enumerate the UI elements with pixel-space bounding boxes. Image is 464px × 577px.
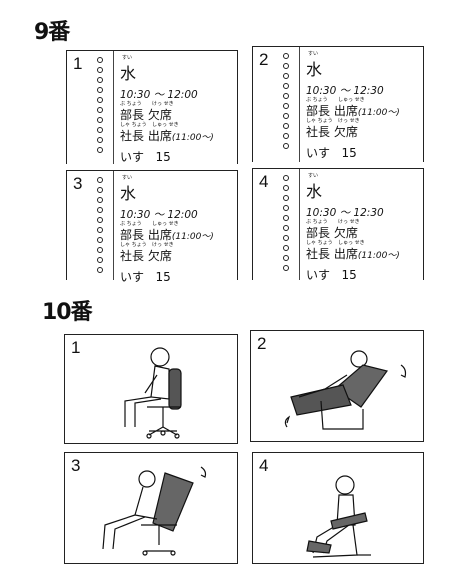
q10-panel-1[interactable]: 1 bbox=[64, 334, 238, 444]
time-range: 10:30 〜 12:00 bbox=[120, 209, 198, 221]
person-sitting-upright-illustration bbox=[124, 347, 182, 439]
memo-row-3: いす 15 bbox=[306, 146, 357, 160]
memo: すい水 10:30 〜 12:00 ぶ ちょう部長 しゅっ せき出席(11:00… bbox=[113, 171, 233, 284]
memo-row-2: しゃ ちょう社長 しゅっ せき出席(11:00〜) bbox=[120, 122, 214, 143]
memo-row-1: ぶ ちょう部長 けっ せき欠席 bbox=[120, 101, 174, 122]
person-kneeling-chair-illustration bbox=[306, 475, 371, 558]
time-range: 10:30 〜 12:30 bbox=[306, 85, 384, 97]
memo-row-1: ぶ ちょう部長 しゅっ せき出席(11:00〜) bbox=[120, 221, 214, 242]
q10-panel-2[interactable]: 2 bbox=[250, 330, 424, 442]
time-range: 10:30 〜 12:30 bbox=[306, 207, 384, 219]
panel-number: 2 bbox=[257, 334, 267, 353]
memo-row-3: いす 15 bbox=[120, 150, 171, 164]
memo-row-3: いす 15 bbox=[120, 270, 171, 284]
q9-panel-1[interactable]: 1 すい水 10:30 〜 12:00 ぶ ちょう部長 けっ せき欠席 しゃ ち… bbox=[66, 50, 238, 164]
person-leaning-back-illustration bbox=[102, 466, 207, 556]
panel-number: 4 bbox=[259, 456, 269, 475]
memo-row-2: しゃ ちょう社長 しゅっ せき出席(11:00〜) bbox=[306, 240, 400, 261]
panel-number: 1 bbox=[71, 338, 81, 357]
q9-panel-3[interactable]: 3 すい水 10:30 〜 12:00 ぶ ちょう部長 しゅっ せき出席(11:… bbox=[66, 170, 238, 284]
time-range: 10:30 〜 12:00 bbox=[120, 89, 198, 101]
notebook-spiral bbox=[97, 57, 105, 157]
person-reclining-chair-illustration bbox=[284, 350, 407, 430]
memo-row-3: いす 15 bbox=[306, 268, 357, 282]
day: 水 bbox=[120, 184, 137, 203]
panel-number: 3 bbox=[71, 456, 81, 475]
question-10-title: 10番 bbox=[42, 300, 93, 325]
notebook-spiral bbox=[97, 177, 105, 277]
panel-number: 3 bbox=[73, 174, 83, 193]
memo-row-1: ぶ ちょう部長 けっ せき欠席 bbox=[306, 219, 360, 240]
memo-row-2: しゃ ちょう社長 けっ せき欠席 bbox=[306, 118, 360, 139]
q10-panel-4[interactable]: 4 bbox=[252, 452, 424, 564]
memo: すい水 10:30 〜 12:30 ぶ ちょう部長 しゅっ せき出席(11:00… bbox=[299, 47, 419, 162]
day-ruby: すい bbox=[308, 173, 319, 179]
notebook-spiral bbox=[283, 175, 291, 275]
day: 水 bbox=[306, 182, 323, 201]
panel-number: 1 bbox=[73, 54, 83, 73]
memo: すい水 10:30 〜 12:00 ぶ ちょう部長 けっ せき欠席 しゃ ちょう… bbox=[113, 51, 233, 164]
q9-panel-2[interactable]: 2 すい水 10:30 〜 12:30 ぶ ちょう部長 しゅっ せき出席(11:… bbox=[252, 46, 424, 162]
day-ruby: すい bbox=[122, 55, 133, 61]
day-ruby: すい bbox=[308, 51, 319, 57]
memo-row-2: しゃ ちょう社長 けっ せき欠席 bbox=[120, 242, 174, 263]
panel-number: 4 bbox=[259, 172, 269, 191]
day: 水 bbox=[120, 64, 137, 83]
day-ruby: すい bbox=[122, 175, 133, 181]
memo: すい水 10:30 〜 12:30 ぶ ちょう部長 けっ せき欠席 しゃ ちょう… bbox=[299, 169, 419, 282]
notebook-spiral bbox=[283, 53, 291, 153]
q10-panel-3[interactable]: 3 bbox=[64, 452, 238, 564]
day: 水 bbox=[306, 60, 323, 79]
panel-number: 2 bbox=[259, 50, 269, 69]
q9-panel-4[interactable]: 4 すい水 10:30 〜 12:30 ぶ ちょう部長 けっ せき欠席 しゃ ち… bbox=[252, 168, 424, 282]
question-9-title: 9番 bbox=[34, 20, 70, 45]
memo-row-1: ぶ ちょう部長 しゅっ せき出席(11:00〜) bbox=[306, 97, 400, 118]
